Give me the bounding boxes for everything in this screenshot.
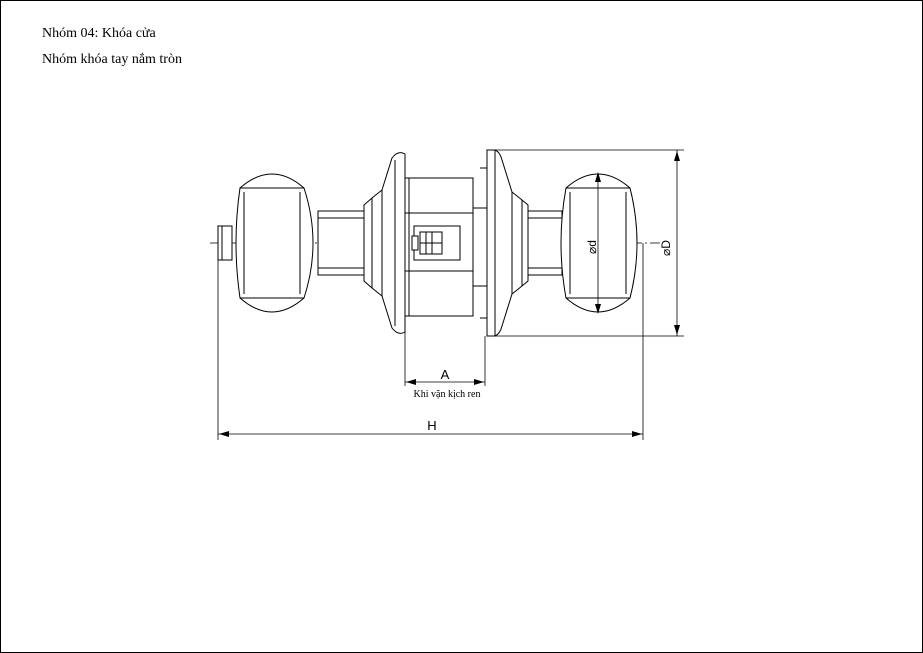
left-neck	[317, 210, 365, 276]
subgroup-title: Nhóm khóa tay nắm tròn	[42, 52, 182, 67]
dimension-big-d	[495, 149, 684, 337]
right-neck	[527, 210, 563, 276]
dimension-a	[404, 332, 486, 386]
label-a: A	[441, 367, 450, 382]
left-rose	[363, 152, 406, 334]
dimension-h	[217, 243, 644, 440]
label-big-d: ⌀D	[659, 240, 673, 256]
label-small-d: ⌀d	[585, 240, 599, 254]
right-rose	[480, 149, 529, 337]
label-a-note: Khi vặn kịch ren	[414, 389, 481, 400]
label-h: H	[427, 418, 436, 433]
right-knob	[560, 173, 638, 313]
latch-body	[404, 177, 488, 317]
left-knob	[217, 173, 314, 313]
group-title: Nhóm 04: Khóa cửa	[42, 26, 156, 41]
dimension-small-d	[595, 172, 601, 314]
